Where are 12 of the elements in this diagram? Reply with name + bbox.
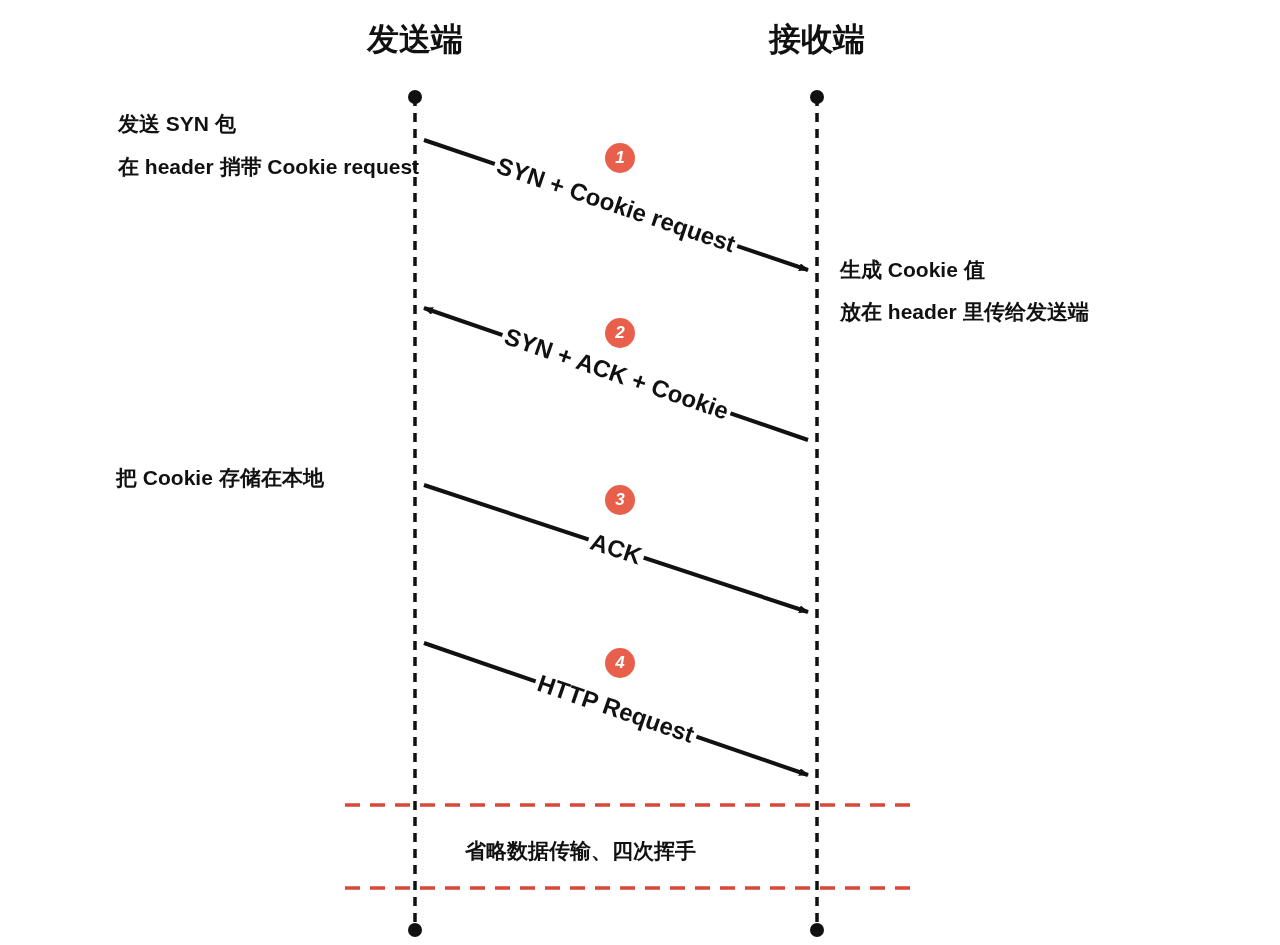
note-text: 放在 header 里传给发送端: [840, 299, 1089, 325]
callout-number: 1: [605, 143, 635, 173]
callout-number: 4: [605, 648, 635, 678]
callout-number: 3: [605, 485, 635, 515]
note-text: 生成 Cookie 值: [840, 257, 985, 283]
lifeline-header: 接收端: [769, 20, 865, 59]
note-text: 在 header 捎带 Cookie request: [118, 154, 420, 180]
note-text: 把 Cookie 存储在本地: [116, 465, 324, 491]
callout-number: 2: [605, 318, 635, 348]
note-text: 省略数据传输、四次挥手: [465, 838, 696, 864]
note-text: 发送 SYN 包: [118, 111, 236, 137]
lifeline-header: 发送端: [367, 20, 463, 59]
